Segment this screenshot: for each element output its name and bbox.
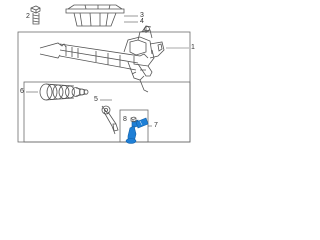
- tie-rod-end-part-7: [119, 109, 149, 144]
- boot-part-3: [65, 4, 125, 27]
- callout-7: 7: [154, 122, 158, 129]
- callout-1: 1: [191, 44, 195, 51]
- diagram-canvas: [17, 4, 191, 144]
- callout-4: 4: [140, 18, 144, 25]
- bolt-part-2: [30, 5, 41, 25]
- tie-rod-part-5: [101, 105, 119, 135]
- bellows-boot-part-6: [39, 83, 89, 101]
- callout-6: 6: [20, 88, 24, 95]
- nut-part-8: [130, 116, 137, 123]
- parts-diagram: 2 3 4 1 6 5 8 7: [0, 0, 200, 147]
- callout-5: 5: [94, 96, 98, 103]
- callout-2: 2: [26, 13, 30, 20]
- callout-8: 8: [123, 116, 127, 123]
- frame-inner: [23, 81, 191, 143]
- steering-rack-part-1: [39, 25, 165, 93]
- callout-3: 3: [140, 12, 144, 19]
- frame-main: [17, 31, 191, 143]
